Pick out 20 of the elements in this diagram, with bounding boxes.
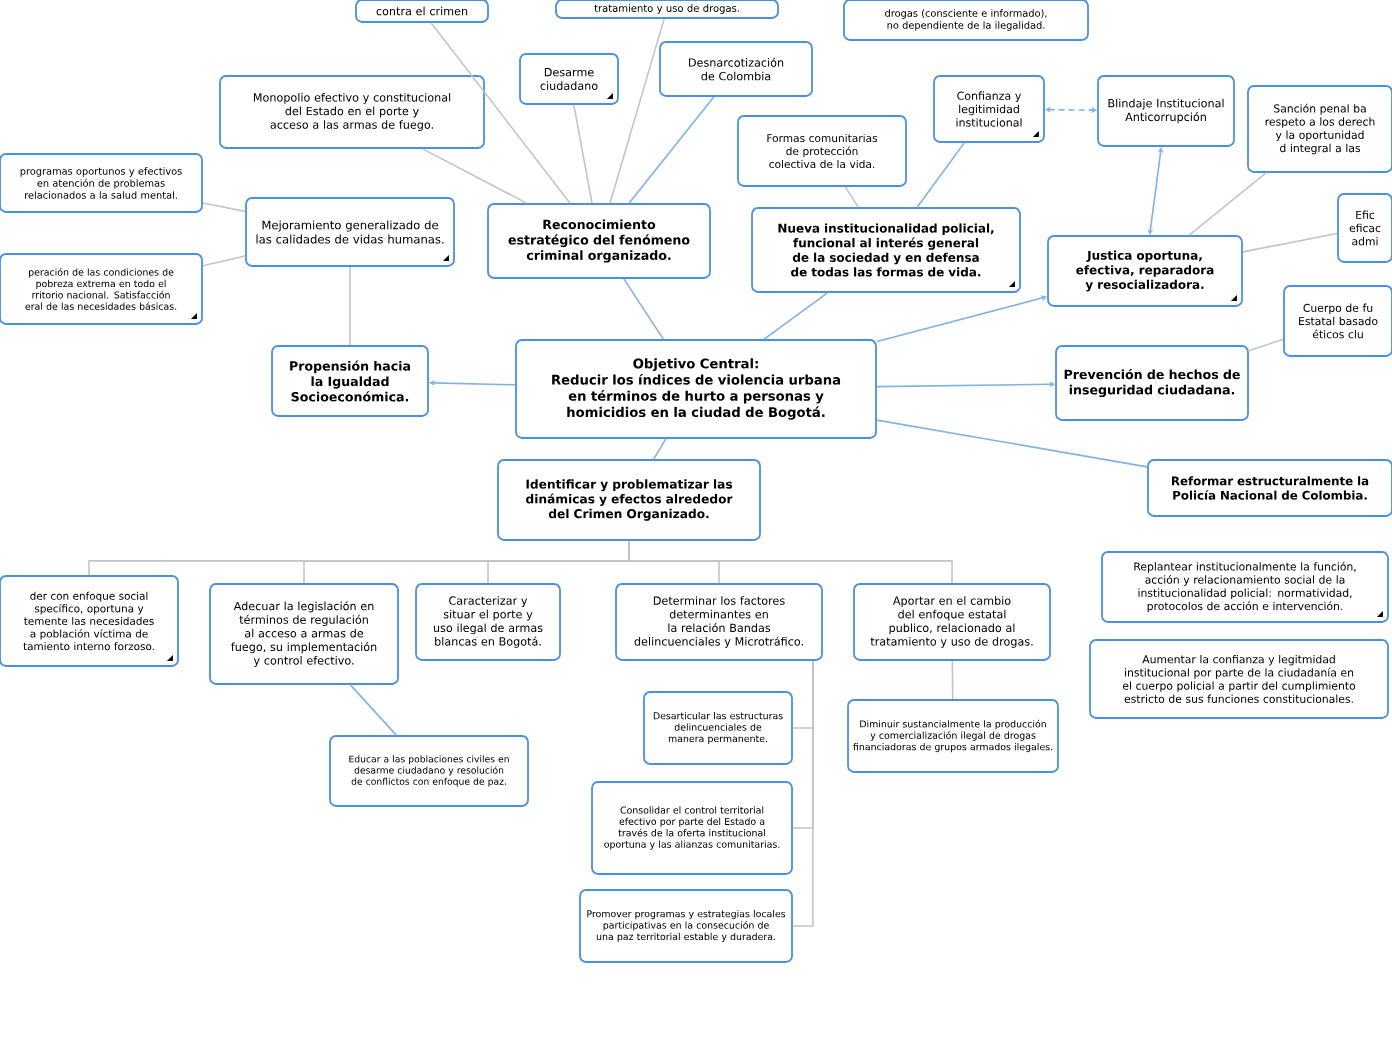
- connector: [349, 684, 398, 736]
- connector: [876, 419, 1148, 468]
- connector: [652, 438, 667, 460]
- connector: [609, 18, 665, 204]
- connector: [430, 22, 571, 204]
- connector: [628, 96, 715, 204]
- connector: [623, 278, 665, 340]
- connector: [573, 104, 593, 204]
- connector: [421, 148, 528, 204]
- connector: [349, 266, 351, 346]
- connector: [1188, 172, 1267, 236]
- connector: [202, 255, 246, 267]
- connector: [628, 540, 953, 584]
- connector: [202, 202, 246, 213]
- connector: [844, 186, 860, 208]
- connector: [1248, 338, 1284, 352]
- connector: [951, 660, 954, 700]
- connector: [763, 292, 829, 340]
- connector: [1242, 232, 1338, 253]
- connector: [792, 660, 814, 927]
